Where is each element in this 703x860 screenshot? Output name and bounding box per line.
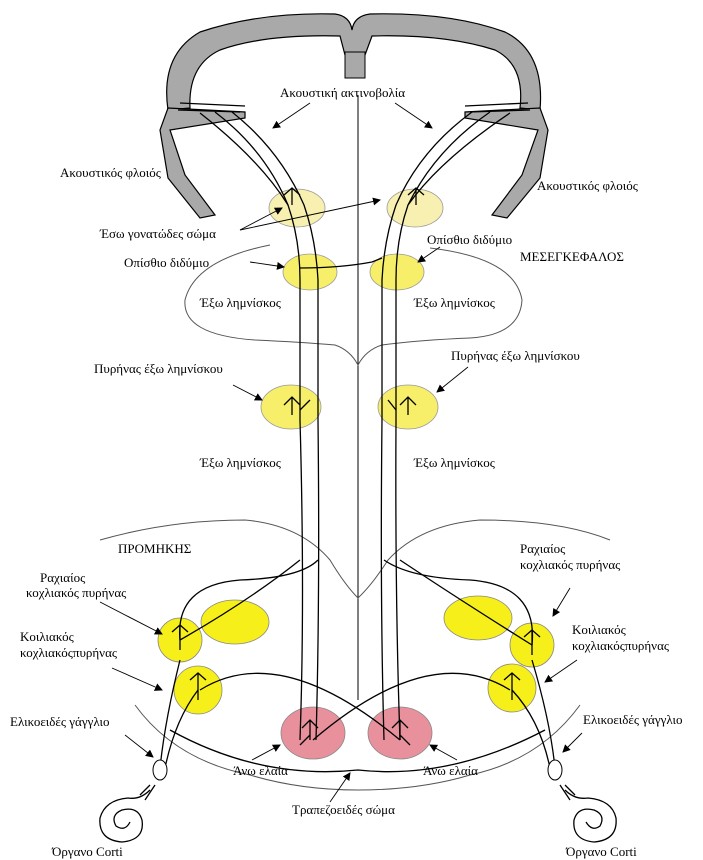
right-dorsal-cochlear-label-2: κοχλιακός πυρήνας <box>520 557 621 572</box>
corpus-callosum-block <box>345 52 365 78</box>
left-inferior-colliculus-label: Οπίσθιο διδύμιο <box>124 255 209 270</box>
medulla-label: ΠΡΟΜΗΚΗΣ <box>118 541 191 556</box>
right-auditory-cortex <box>465 108 548 218</box>
left-ventral-cochlear-label-2: κοχλιακόςπυρήνας <box>20 645 118 660</box>
left-organ-of-corti-label: Όργανο Corti <box>51 844 123 859</box>
right-organ-of-corti <box>565 790 616 842</box>
right-ventral-cochlear-label-1: Κοιλιακός <box>572 622 627 637</box>
left-lateral-lemniscus-label-upper: Έξω λημνίσκος <box>199 295 282 310</box>
left-nucleus-lateral-lemniscus <box>261 385 321 429</box>
right-inferior-colliculus-label: Οπίσθιο διδύμιο <box>427 232 512 247</box>
left-spiral-ganglion <box>153 760 167 780</box>
left-lateral-lemniscus-label-lower: Έξω λημνίσκος <box>199 455 282 470</box>
left-auditory-cortex-label: Ακουστικός φλοιός <box>60 165 162 180</box>
right-spiral-ganglion-label: Ελικοειδές γάγγλιο <box>583 712 682 727</box>
right-lateral-lemniscus-label-upper: Έξω λημνίσκος <box>413 295 496 310</box>
right-spiral-ganglion <box>548 760 562 780</box>
trapezoid-body-label: Τραπεζοειδές σώμα <box>292 802 395 817</box>
left-organ-of-corti <box>100 790 150 842</box>
medial-geniculate-label: Έσω γονατώδες σώμα <box>99 226 216 241</box>
right-auditory-cortex-label: Ακουστικός φλοιός <box>537 178 639 193</box>
left-medial-geniculate <box>269 189 325 227</box>
pons-outline <box>135 705 580 790</box>
left-nucleus-lateral-lemniscus-label: Πυρήνας έξω λημνίσκου <box>94 361 223 376</box>
left-inferior-colliculus <box>283 254 337 290</box>
right-dorsal-cochlear-label-1: Ραχιαίος <box>520 541 566 556</box>
left-dorsal-cochlear-label-2: κοχλιακός πυρήνας <box>26 585 127 600</box>
left-ventral-cochlear-label-1: Κοιλιακός <box>20 629 75 644</box>
midbrain-label: ΜΕΣΕΓΚΕΦΑΛΟΣ <box>520 249 624 264</box>
left-auditory-cortex <box>160 108 245 218</box>
left-dorsal-cochlear-label-1: Ραχιαίος <box>40 570 86 585</box>
trapezoid-lower-arc <box>170 730 545 772</box>
right-superior-olive-label: Άνω ελαία <box>423 763 478 778</box>
right-organ-of-corti-label: Όργανο Corti <box>565 844 637 859</box>
left-superior-olive-label: Άνω ελαία <box>233 763 288 778</box>
left-spiral-ganglion-label: Ελικοειδές γάγγλιο <box>10 714 109 729</box>
right-lateral-lemniscus-label-lower: Έξω λημνίσκος <box>413 455 496 470</box>
right-dorsal-cochlear-nucleus-medial <box>444 596 512 640</box>
auditory-radiation-label: Ακουστική ακτινοβολία <box>280 85 405 100</box>
right-ventral-cochlear-label-2: κοχλιακόςπυρήνας <box>572 638 670 653</box>
left-superior-olive <box>281 707 345 759</box>
right-nucleus-lateral-lemniscus-label: Πυρήνας έξω λημνίσκου <box>451 348 580 363</box>
